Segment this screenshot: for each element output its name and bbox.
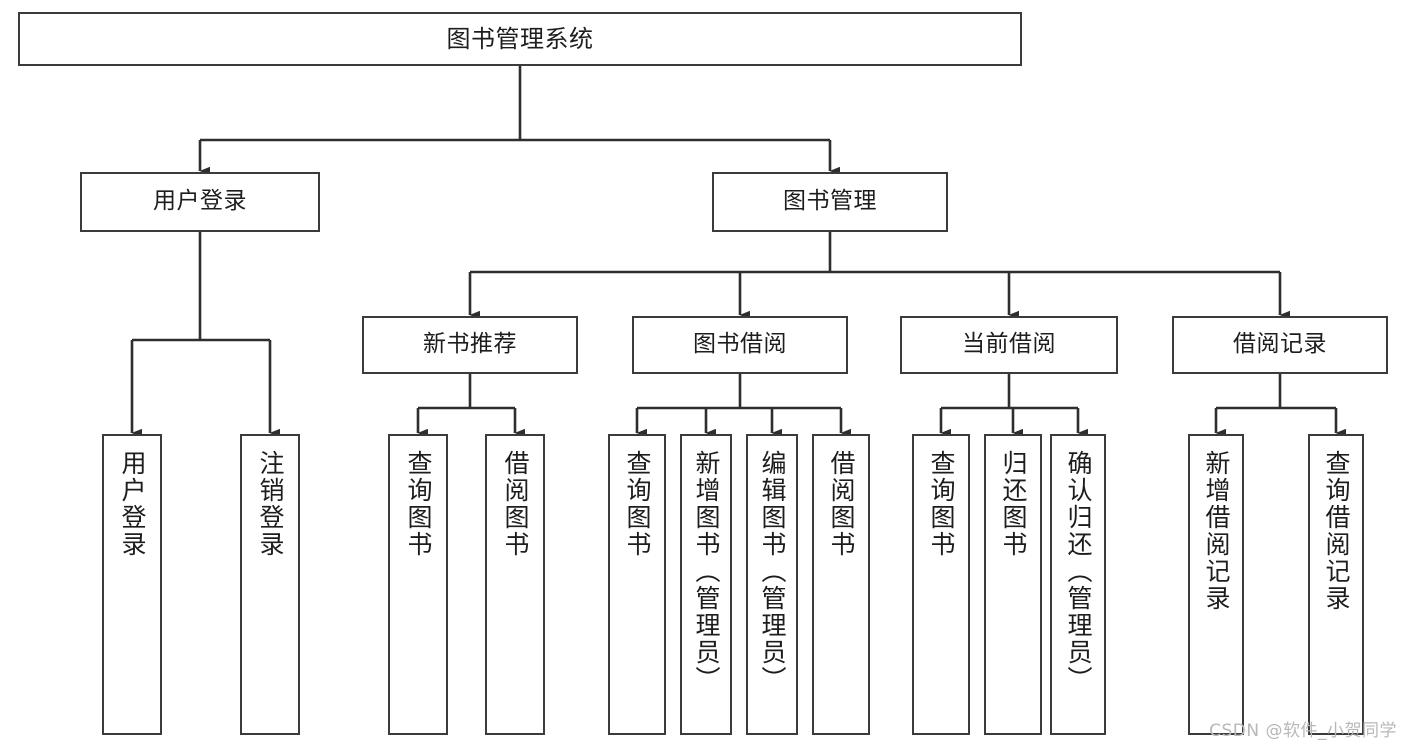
node-label: 归还图书: [999, 450, 1028, 558]
node-label: 新增借阅记录: [1202, 450, 1231, 612]
node-new-book-recommendation[interactable]: 新书推荐: [362, 316, 578, 374]
node-leaf-query-borrowing-record[interactable]: 查询借阅记录: [1308, 434, 1364, 735]
node-leaf-add-borrowing-record[interactable]: 新增借阅记录: [1188, 434, 1244, 735]
node-label: 注销登录: [256, 450, 285, 558]
node-label: 图书借阅: [693, 331, 787, 358]
node-label: 查询图书: [404, 450, 433, 558]
node-label: 编辑图书（管理员）: [758, 450, 787, 693]
node-label: 借阅记录: [1233, 331, 1327, 358]
node-label: 新增图书（管理员）: [692, 450, 721, 693]
node-leaf-query-book[interactable]: 查询图书: [608, 434, 666, 735]
node-label: 借阅图书: [501, 450, 530, 558]
node-label: 图书管理系统: [446, 24, 594, 53]
node-leaf-user-login[interactable]: 用户登录: [102, 434, 162, 735]
node-label: 用户登录: [153, 188, 247, 215]
node-label: 查询图书: [623, 450, 652, 558]
node-root-book-management-system[interactable]: 图书管理系统: [18, 12, 1022, 66]
node-borrowing-record[interactable]: 借阅记录: [1172, 316, 1388, 374]
node-leaf-query-book-current[interactable]: 查询图书: [912, 434, 970, 735]
node-leaf-borrow-book-recommendation[interactable]: 借阅图书: [485, 434, 545, 735]
node-label: 新书推荐: [423, 331, 517, 358]
node-label: 确认归还（管理员）: [1064, 450, 1093, 693]
node-current-borrowing[interactable]: 当前借阅: [900, 316, 1118, 374]
node-label: 用户登录: [118, 450, 147, 558]
node-label: 查询图书: [927, 450, 956, 558]
node-leaf-user-logout[interactable]: 注销登录: [240, 434, 300, 735]
node-user-login[interactable]: 用户登录: [80, 172, 320, 232]
node-leaf-add-book-admin[interactable]: 新增图书（管理员）: [680, 434, 732, 735]
node-label: 查询借阅记录: [1322, 450, 1351, 612]
node-leaf-confirm-return-admin[interactable]: 确认归还（管理员）: [1050, 434, 1106, 735]
node-leaf-query-book-recommendation[interactable]: 查询图书: [388, 434, 448, 735]
node-book-management[interactable]: 图书管理: [712, 172, 948, 232]
node-leaf-edit-book-admin[interactable]: 编辑图书（管理员）: [746, 434, 798, 735]
watermark: CSDN @软件_小贺同学: [1209, 721, 1397, 741]
node-leaf-return-book[interactable]: 归还图书: [984, 434, 1042, 735]
node-label: 借阅图书: [827, 450, 856, 558]
node-label: 当前借阅: [962, 331, 1056, 358]
node-book-borrowing[interactable]: 图书借阅: [632, 316, 848, 374]
node-label: 图书管理: [783, 188, 877, 215]
node-leaf-borrow-book[interactable]: 借阅图书: [812, 434, 870, 735]
